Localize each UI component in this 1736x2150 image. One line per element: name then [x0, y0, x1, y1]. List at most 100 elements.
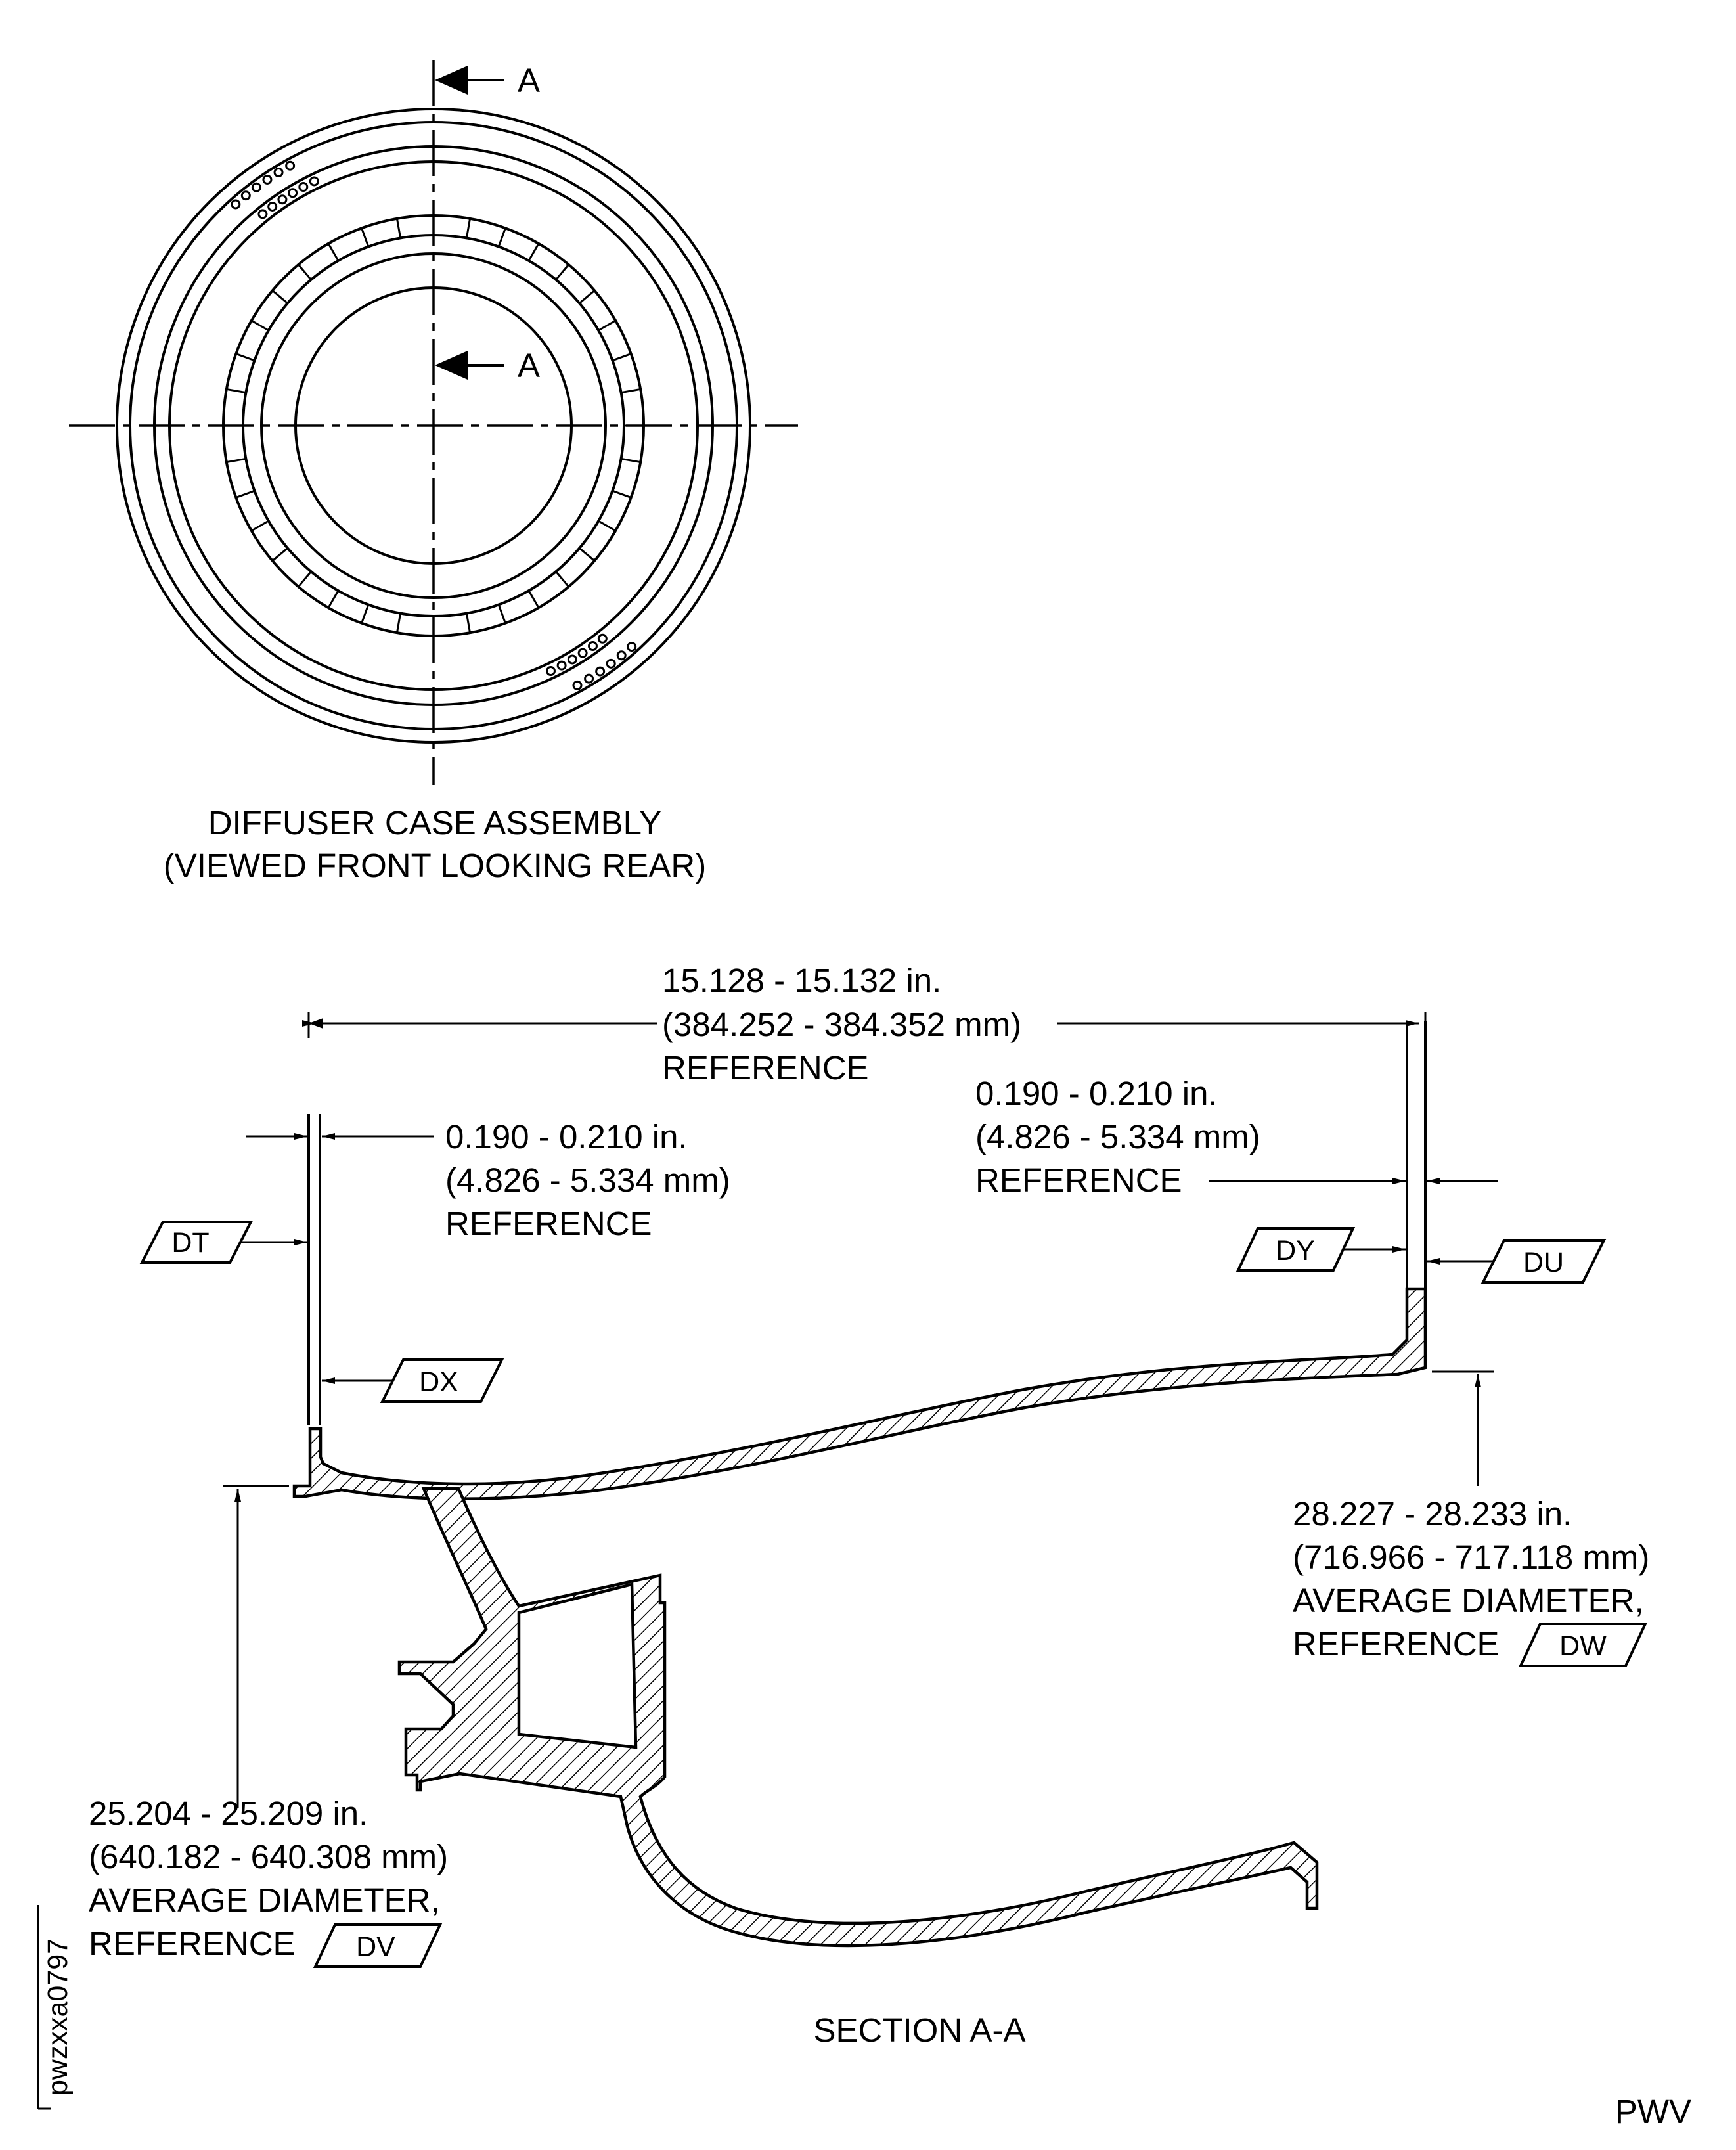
bolt-hole — [309, 176, 319, 187]
rear-flange-thickness-line3: REFERENCE — [975, 1161, 1182, 1199]
rear-flange-thickness-line2: (4.826 - 5.334 mm) — [975, 1118, 1260, 1155]
datum-du-frame — [1480, 1239, 1607, 1284]
front-view-caption-line1: DIFFUSER CASE ASSEMBLY — [208, 804, 662, 841]
vane-slot — [612, 353, 632, 362]
diffuser-casing-section — [292, 1287, 1427, 1500]
rear-diameter-line3: AVERAGE DIAMETER, — [1293, 1582, 1644, 1619]
vane-slot — [555, 263, 569, 280]
bolt-hole — [572, 680, 583, 690]
vane-slot — [298, 263, 312, 280]
section-label-top: A — [518, 62, 540, 99]
vane-slot — [361, 227, 370, 248]
bolt-hole — [240, 190, 251, 201]
bolt-hole — [262, 174, 273, 185]
vane-slot — [497, 227, 506, 248]
bolt-hole — [298, 182, 309, 192]
front-view: A A DIFFUSER CASE ASSEMBLY (VIEWED FRONT… — [69, 60, 798, 884]
bolt-hole — [267, 202, 278, 212]
bolt-hole — [273, 167, 284, 177]
section-view: 15.128 - 15.132 in. (384.252 - 384.352 m… — [89, 962, 1649, 2049]
datum-dw: DW — [1559, 1630, 1607, 1662]
vane-slot — [579, 547, 596, 562]
vane-slot — [226, 457, 246, 464]
vane-slot — [271, 290, 288, 304]
overall-length-line1: 15.128 - 15.132 in. — [662, 962, 941, 999]
front-flange-thickness-line2: (4.826 - 5.334 mm) — [445, 1161, 730, 1199]
bolt-hole — [616, 650, 627, 661]
datum-dt-frame — [139, 1221, 254, 1264]
datum-dy: DY — [1276, 1235, 1315, 1266]
vane-slot — [598, 520, 616, 532]
front-flange-thickness-line1: 0.190 - 0.210 in. — [445, 1118, 688, 1155]
vane-slot — [235, 489, 256, 499]
vane-slot — [497, 604, 506, 624]
datum-dv-frame — [313, 1923, 443, 1968]
vane-slot — [327, 590, 340, 608]
datum-dw-frame — [1518, 1623, 1648, 1667]
bolt-hole — [285, 160, 296, 171]
front-view-caption-line2: (VIEWED FRONT LOOKING REAR) — [164, 847, 706, 884]
rear-flange-thickness-line1: 0.190 - 0.210 in. — [975, 1075, 1218, 1112]
bolt-hole — [595, 666, 606, 677]
vane-slot — [251, 319, 269, 332]
section-label-mid: A — [518, 347, 540, 384]
bolt-hole — [546, 666, 556, 677]
bolt-hole — [606, 658, 616, 669]
bolt-hole — [277, 194, 288, 205]
vane-slot — [251, 520, 269, 532]
overall-length-line3: REFERENCE — [662, 1049, 869, 1086]
bolt-hole — [577, 648, 588, 658]
section-arrow-top-icon — [435, 66, 468, 95]
bolt-hole — [257, 209, 268, 219]
bolt-hole — [597, 633, 608, 644]
bolt-hole — [556, 660, 567, 671]
vane-slot — [361, 604, 370, 624]
vane-slot — [327, 243, 340, 261]
bolt-hole — [288, 188, 298, 198]
vane-slot — [226, 388, 246, 394]
vane-slot — [579, 290, 596, 304]
rear-diameter-line2: (716.966 - 717.118 mm) — [1293, 1538, 1649, 1576]
vane-slot — [621, 388, 641, 394]
overall-length-line2: (384.252 - 384.352 mm) — [662, 1006, 1021, 1043]
bolt-holes — [231, 160, 637, 690]
vane-slot — [612, 489, 632, 499]
vane-slot — [271, 547, 288, 562]
rear-diameter-line4: REFERENCE — [1293, 1625, 1500, 1663]
front-flange-thickness-line3: REFERENCE — [445, 1205, 652, 1242]
datum-dt: DT — [171, 1227, 209, 1259]
vane-slot — [527, 243, 540, 261]
vane-slot — [555, 571, 569, 588]
vane-slot — [465, 613, 472, 633]
vane-slot — [298, 571, 312, 588]
rear-diameter-line1: 28.227 - 28.233 in. — [1293, 1495, 1572, 1533]
datum-dy-frame — [1235, 1227, 1356, 1272]
figure-id: pwzxxa0797 — [42, 1938, 74, 2095]
vane-slot — [235, 353, 256, 362]
vane-slot — [465, 218, 472, 238]
vane-slot — [621, 457, 641, 464]
front-diameter-line4: REFERENCE — [89, 1925, 296, 1962]
bolt-hole — [627, 642, 637, 652]
vane-slot — [395, 218, 402, 238]
bolt-hole — [251, 182, 261, 192]
bolt-hole — [567, 654, 577, 665]
front-diameter-line2: (640.182 - 640.308 mm) — [89, 1838, 448, 1875]
bolt-hole — [587, 641, 598, 652]
datum-du: DU — [1523, 1247, 1564, 1278]
front-diameter-line1: 25.204 - 25.209 in. — [89, 1795, 368, 1832]
vane-slot — [395, 613, 402, 633]
cavity — [517, 1582, 638, 1749]
section-arrow-mid-icon — [435, 351, 468, 380]
vane-slot — [598, 319, 616, 332]
bolt-hole — [231, 199, 241, 210]
datum-dv: DV — [356, 1931, 395, 1963]
front-diameter-line3: AVERAGE DIAMETER, — [89, 1881, 440, 1919]
vane-slot — [527, 590, 540, 608]
datum-dx-frame — [380, 1358, 504, 1403]
corner-code: PWV — [1615, 2093, 1691, 2130]
bolt-hole — [584, 673, 594, 684]
datum-dx: DX — [419, 1366, 458, 1398]
section-caption: SECTION A-A — [813, 2011, 1025, 2049]
